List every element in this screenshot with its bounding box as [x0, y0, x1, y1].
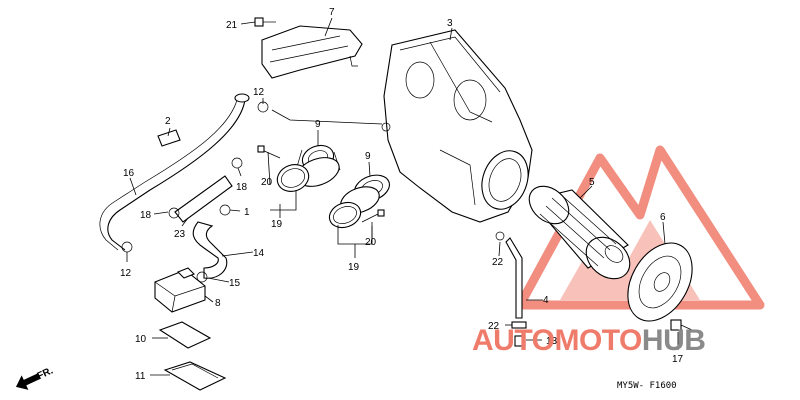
callout-9-a: 9	[315, 119, 321, 130]
cover-6	[627, 242, 693, 322]
leader-lines	[126, 17, 679, 376]
callout-22-lower: 22	[488, 321, 500, 332]
front-arrow-label: FR.	[36, 365, 55, 382]
callout-15: 15	[229, 278, 241, 289]
callout-4: 4	[543, 295, 549, 306]
bolt-21	[254, 17, 276, 27]
drain-tube-4	[505, 237, 523, 319]
screw-20-b	[361, 209, 385, 223]
clamp-15	[196, 271, 208, 283]
callout-8: 8	[215, 298, 221, 309]
clamp-1	[219, 204, 231, 216]
screw-20-a	[257, 145, 281, 159]
clip-22-a	[495, 231, 505, 241]
callout-3: 3	[447, 18, 453, 29]
callout-11: 11	[135, 371, 146, 382]
cap-11	[163, 361, 227, 391]
drain-case-8	[154, 267, 206, 313]
callout-20-a: 20	[261, 177, 273, 188]
callout-12-bottom: 12	[120, 268, 132, 279]
callout-2: 2	[165, 116, 171, 127]
callout-7: 7	[329, 7, 335, 18]
joint-boot-9-b	[340, 174, 390, 214]
bolt-17	[670, 319, 693, 331]
band-clamp-19-b	[328, 201, 362, 229]
air-cleaner-housing	[381, 29, 533, 223]
clamp-18-b	[168, 207, 180, 219]
callout-19-a: 19	[271, 219, 283, 230]
hose-14	[192, 221, 228, 279]
callout-18-left: 18	[140, 210, 152, 221]
top-cover-part	[261, 25, 363, 79]
watermark-part-2: HUB	[642, 324, 706, 357]
drawing-code: MY5W- F1600	[617, 381, 677, 391]
clamp-18-a	[231, 157, 243, 169]
breather-hose-16	[99, 93, 250, 251]
callout-20-b: 20	[365, 237, 377, 248]
callout-labels: 21 7 3 12 2 9 9 16 18 20 18 1 19 23 20 1…	[120, 7, 684, 382]
callout-19-b: 19	[348, 262, 360, 273]
callout-16: 16	[123, 168, 135, 179]
callout-1: 1	[244, 207, 250, 218]
band-clamp-19-a	[276, 164, 310, 192]
callout-5: 5	[589, 177, 595, 188]
callout-21: 21	[226, 20, 238, 31]
watermark-text: AUTOMOTOHUB	[472, 324, 705, 357]
front-direction-arrow: FR.	[15, 365, 55, 390]
callout-14: 14	[253, 248, 265, 259]
callout-6: 6	[660, 212, 666, 223]
seal-10	[158, 321, 212, 349]
hose-clamp-2	[157, 129, 181, 147]
callout-22-upper: 22	[492, 257, 504, 268]
hose-23	[174, 175, 233, 223]
callout-17: 17	[672, 354, 684, 365]
callout-12-top: 12	[253, 87, 265, 98]
callout-10: 10	[135, 334, 147, 345]
filter-element-5	[528, 185, 631, 280]
plug-13	[514, 335, 526, 347]
callout-18-right: 18	[236, 182, 248, 193]
callout-23: 23	[174, 229, 186, 240]
callout-13: 13	[546, 336, 558, 347]
callout-9-b: 9	[365, 151, 371, 162]
watermark-part-1: AUTOMOTO	[472, 324, 642, 357]
